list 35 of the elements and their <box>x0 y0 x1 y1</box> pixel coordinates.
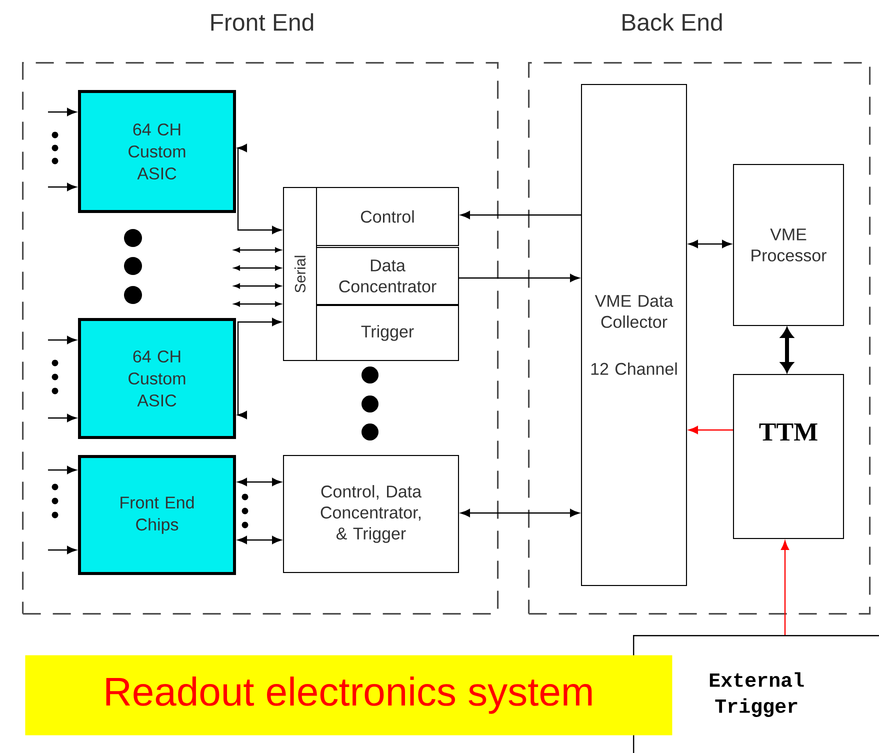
block-box: Control <box>316 187 459 246</box>
arrow <box>48 336 76 344</box>
arrow <box>237 318 282 419</box>
arrow <box>688 240 732 248</box>
arrow <box>234 247 282 253</box>
arrow <box>780 328 794 372</box>
serial-strip: Serial <box>283 187 317 361</box>
block-box: Trigger <box>316 305 459 361</box>
arrow <box>234 265 282 271</box>
arrow <box>48 414 76 422</box>
chip-box: Front End Chips <box>78 455 236 575</box>
arrow <box>48 546 76 554</box>
group-heading: Front End <box>211 13 314 31</box>
arrow <box>234 301 282 307</box>
group-heading: Back End <box>622 13 722 31</box>
arrow <box>48 108 76 116</box>
block-box: TTM <box>733 374 844 539</box>
caption-banner: Readout electronics system <box>25 655 672 736</box>
arrow <box>234 283 282 289</box>
arrow <box>237 144 282 234</box>
arrow <box>48 466 76 474</box>
block-box: Data Concentrator <box>316 247 459 305</box>
arrow <box>459 274 580 282</box>
arrow <box>460 211 581 219</box>
block-box: VME Processor <box>733 164 844 326</box>
arrow <box>48 183 76 191</box>
block-box: Control, Data Concentrator, & Trigger <box>283 455 459 573</box>
arrow <box>460 508 580 517</box>
chip-box: 64 CH Custom ASIC <box>78 90 236 213</box>
arrow <box>238 478 282 486</box>
chip-box: 64 CH Custom ASIC <box>78 318 236 439</box>
arrow <box>238 536 282 544</box>
block-box: VME Data Collector 12 Channel <box>581 84 687 586</box>
arrow <box>781 540 789 635</box>
arrow <box>688 426 733 434</box>
